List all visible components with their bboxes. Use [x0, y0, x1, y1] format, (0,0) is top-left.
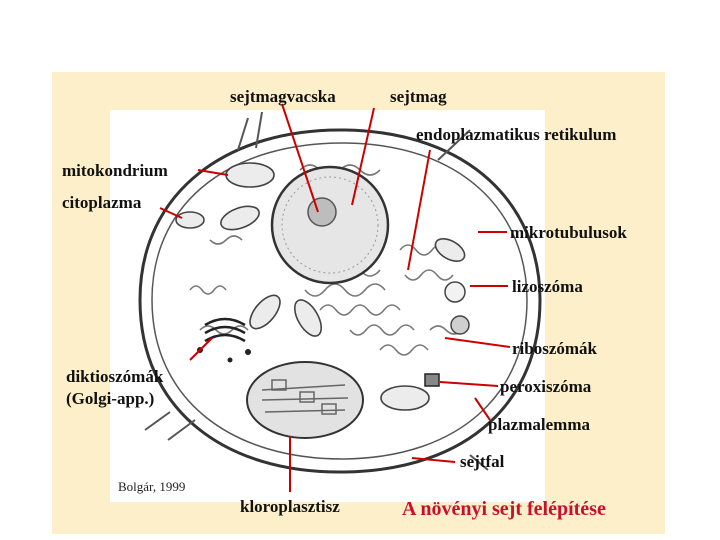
label-chloroplast: kloroplasztisz	[240, 497, 340, 516]
nucleolus-shape	[307, 197, 337, 227]
cell-wall-shape	[138, 128, 542, 474]
label-nucleolus: sejtmagvacska	[230, 87, 336, 106]
mitochondria-shapes	[175, 162, 466, 411]
label-lysosome: lizoszóma	[512, 277, 583, 296]
label-dictyosomes: diktioszómák	[66, 367, 164, 386]
label-cell-wall: sejtfal	[460, 452, 505, 471]
label-microtubules: mikrotubulusok	[510, 223, 627, 242]
golgi-shape	[204, 317, 246, 343]
lysosome-shape	[444, 281, 466, 303]
ribosome-cluster-shape	[450, 315, 470, 335]
label-ribosomes: riboszómák	[512, 339, 597, 358]
chloroplast-shape	[246, 361, 364, 439]
wall-extensions	[144, 111, 489, 471]
pointer-lines	[159, 103, 511, 492]
label-plasma-membrane: plazmalemma	[488, 415, 590, 434]
label-peroxisome: peroxiszóma	[500, 377, 592, 396]
label-endoplasmic-reticulum: endoplazmatikus retikulum	[416, 125, 617, 144]
label-mitochondrion: mitokondrium	[62, 161, 168, 180]
label-golgi-apparatus: (Golgi-app.)	[66, 389, 155, 408]
label-nucleus: sejtmag	[390, 87, 447, 106]
diagram-title: A növényi sejt felépítése	[402, 498, 606, 520]
peroxisome-shape	[424, 373, 440, 387]
label-cytoplasm: citoplazma	[62, 193, 142, 212]
nucleus-shape	[270, 165, 390, 285]
illustration-credit: Bolgár, 1999	[118, 479, 186, 494]
plasma-membrane-shape	[151, 142, 528, 460]
